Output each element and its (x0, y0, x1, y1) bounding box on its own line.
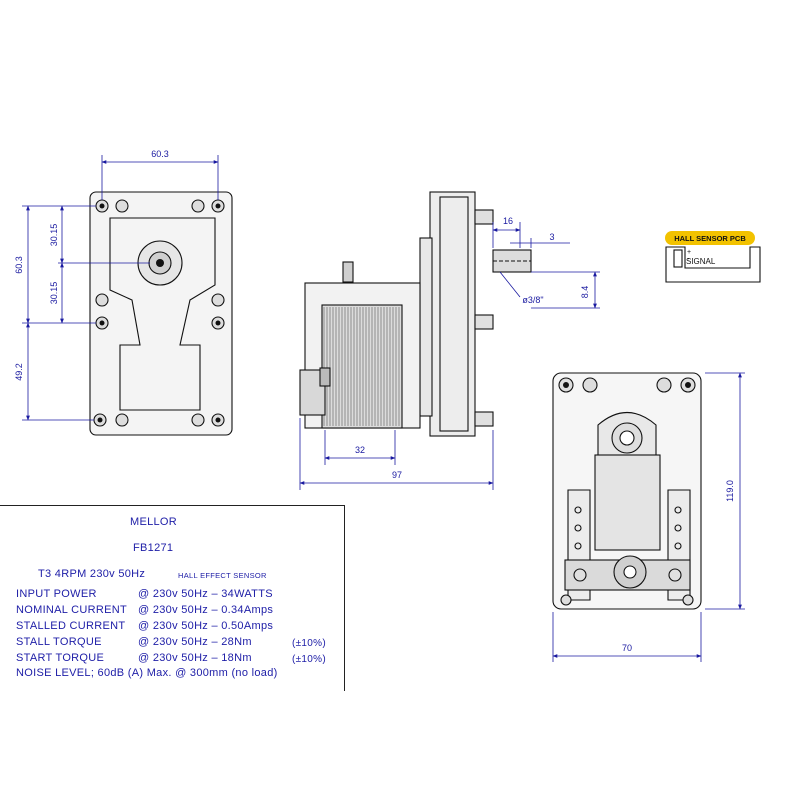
motor-coil (321, 304, 403, 429)
front-height-dim: 60.3 (14, 256, 24, 274)
front-lower-dim: 30.15 (49, 282, 59, 305)
rear-dim-119: 119.0 (725, 480, 735, 502)
pcb-minus: - (687, 256, 690, 263)
spec-row-label: NOMINAL CURRENT (16, 604, 128, 616)
hall-pcb-outline (665, 246, 761, 283)
spec-row-label: STALL TORQUE (16, 636, 102, 648)
hall-pcb-label: HALL SENSOR PCB (674, 234, 746, 243)
coil-fins (323, 307, 400, 426)
spec-row-value: @ 230v 50Hz – 18Nm (138, 652, 252, 664)
side-dim-16: 16 (503, 216, 513, 226)
front-plate-outline (89, 191, 233, 436)
rear-motor-block (594, 454, 661, 551)
side-view: 16 3 ø3/8" 8.4 32 97 (299, 191, 600, 490)
rear-view: 119.0 70 (552, 372, 745, 662)
spec-headline: T3 4RPM 230v 50Hz (38, 568, 146, 580)
front-bracket (109, 217, 216, 411)
front-view: 60.3 60.3 30.15 30.15 49.2 (14, 149, 233, 436)
hall-pcb-badge (665, 231, 755, 245)
hall-sensor-pcb: HALL SENSOR PCB + - SIGNAL (665, 231, 761, 283)
spec-row-value: @ 230v 50Hz – 34WATTS (138, 588, 273, 600)
shaft-diameter: ø3/8" (522, 295, 543, 305)
spec-row-label: START TORQUE (16, 652, 105, 664)
pcb-plus: + (687, 249, 691, 256)
spec-model: FB1271 (133, 542, 174, 554)
front-bottom-dim: 49.2 (14, 363, 24, 381)
spec-row-value: @ 230v 50Hz – 0.34Amps (138, 604, 274, 616)
spec-row-value: @ 230v 50Hz – 28Nm (138, 636, 252, 648)
side-dim-8-4: 8.4 (580, 286, 590, 299)
spec-row-tolerance: (±10%) (292, 654, 326, 665)
spec-block: MELLOR FB1271 T3 4RPM 230v 50Hz HALL EFF… (0, 505, 345, 691)
front-mount-holes (93, 199, 225, 427)
side-dim-97: 97 (392, 470, 402, 480)
spec-headline-note: HALL EFFECT SENSOR (178, 571, 267, 580)
spec-maker: MELLOR (130, 516, 178, 528)
spec-row-value: @ 230v 50Hz – 0.50Amps (138, 620, 274, 632)
terminal-tab (342, 261, 354, 283)
shaft-center (156, 259, 164, 267)
front-width-dim: 60.3 (151, 149, 169, 159)
front-upper-dim: 30.15 (49, 224, 59, 247)
spec-row-label: STALLED CURRENT (16, 620, 126, 632)
spec-row-tolerance: (±10%) (292, 638, 326, 649)
spec-noise: NOISE LEVEL; 60dB (A) Max. @ 300mm (no l… (16, 667, 278, 679)
pcb-signal: SIGNAL (686, 257, 716, 266)
spec-row-label: INPUT POWER (16, 588, 97, 600)
side-dim-3: 3 (549, 232, 554, 242)
side-dim-32: 32 (355, 445, 365, 455)
rear-dim-70: 70 (622, 643, 632, 653)
